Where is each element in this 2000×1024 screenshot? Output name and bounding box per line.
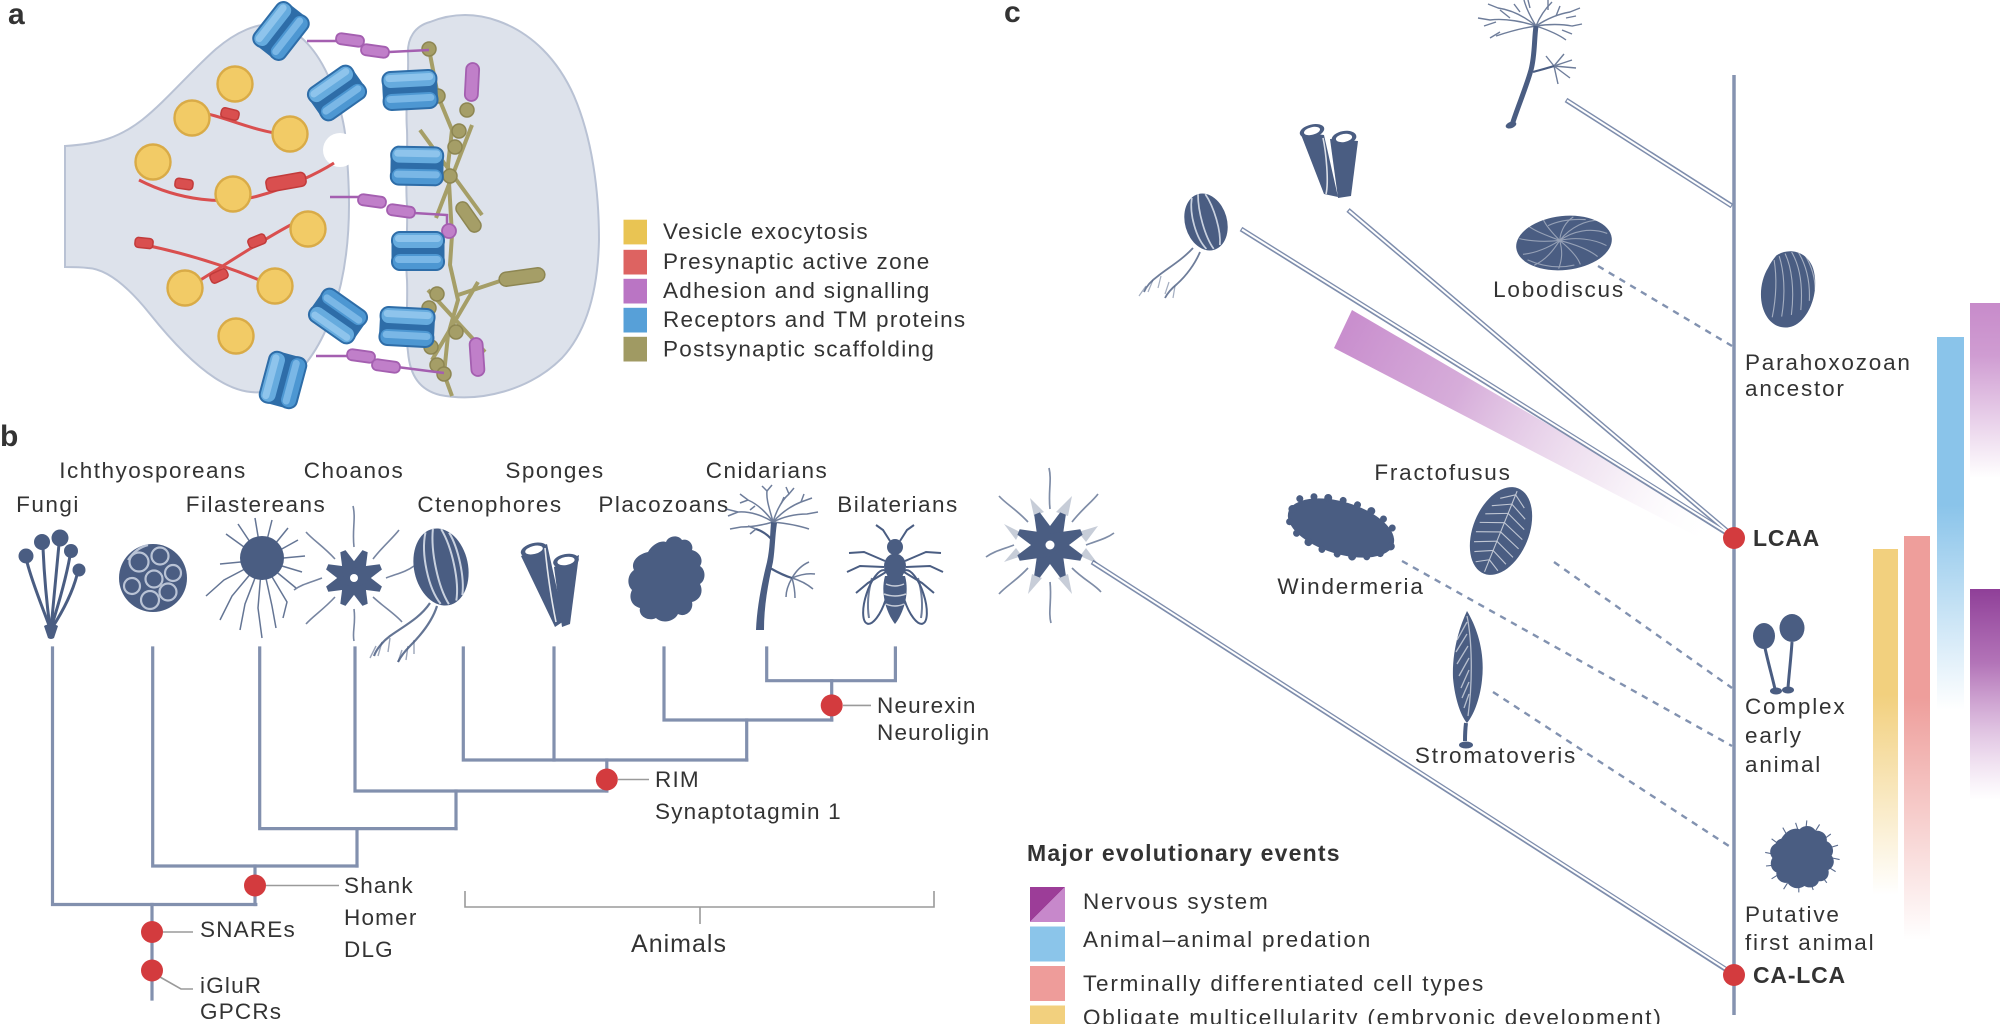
svg-text:Fungi: Fungi: [16, 492, 80, 517]
svg-text:Lobodiscus: Lobodiscus: [1493, 277, 1625, 302]
svg-text:Putative: Putative: [1745, 902, 1841, 927]
svg-text:a: a: [8, 0, 25, 31]
svg-text:Major evolutionary events: Major evolutionary events: [1027, 840, 1341, 866]
svg-text:Shank: Shank: [344, 873, 414, 898]
svg-text:Terminally differentiated cell: Terminally differentiated cell types: [1083, 971, 1485, 996]
svg-text:Postsynaptic scaffolding: Postsynaptic scaffolding: [663, 337, 935, 362]
svg-text:Homer: Homer: [344, 905, 418, 930]
svg-text:iGluR: iGluR: [200, 973, 262, 998]
svg-text:Sponges: Sponges: [505, 458, 604, 483]
svg-text:c: c: [1004, 0, 1021, 29]
svg-text:Choanos: Choanos: [304, 458, 405, 483]
svg-text:Presynaptic active zone: Presynaptic active zone: [663, 249, 931, 274]
svg-text:LCAA: LCAA: [1753, 525, 1820, 551]
svg-text:Vesicle exocytosis: Vesicle exocytosis: [663, 219, 869, 244]
svg-text:ancestor: ancestor: [1745, 376, 1846, 401]
svg-text:Parahoxozoan: Parahoxozoan: [1745, 350, 1912, 375]
svg-text:Receptors and TM proteins: Receptors and TM proteins: [663, 307, 966, 332]
svg-text:Synaptotagmin 1: Synaptotagmin 1: [655, 799, 842, 824]
svg-text:b: b: [0, 420, 18, 453]
svg-text:Animals: Animals: [631, 930, 727, 958]
svg-text:Adhesion and signalling: Adhesion and signalling: [663, 278, 931, 303]
svg-text:Obligate multicellularity (emb: Obligate multicellularity (embryonic dev…: [1083, 1005, 1663, 1024]
svg-text:Cnidarians: Cnidarians: [706, 458, 829, 483]
svg-text:Complex: Complex: [1745, 694, 1846, 719]
svg-text:Neurexin: Neurexin: [877, 693, 977, 718]
svg-text:SNAREs: SNAREs: [200, 917, 296, 942]
svg-text:Animal–animal predation: Animal–animal predation: [1083, 927, 1372, 952]
svg-text:DLG: DLG: [344, 937, 394, 962]
svg-text:Ctenophores: Ctenophores: [417, 492, 562, 517]
svg-text:Stromatoveris: Stromatoveris: [1415, 743, 1577, 768]
svg-text:early: early: [1745, 723, 1803, 748]
svg-text:GPCRs: GPCRs: [200, 999, 282, 1024]
svg-text:first animal: first animal: [1745, 930, 1875, 955]
svg-text:Windermeria: Windermeria: [1277, 574, 1424, 599]
svg-text:Fractofusus: Fractofusus: [1374, 460, 1511, 485]
svg-text:Placozoans: Placozoans: [598, 492, 729, 517]
svg-text:Filastereans: Filastereans: [186, 492, 327, 517]
svg-text:Nervous system: Nervous system: [1083, 889, 1270, 914]
svg-text:RIM: RIM: [655, 767, 700, 792]
svg-text:CA-LCA: CA-LCA: [1753, 962, 1846, 988]
svg-text:animal: animal: [1745, 752, 1822, 777]
svg-text:Ichthyosporeans: Ichthyosporeans: [59, 458, 247, 483]
svg-text:Bilaterians: Bilaterians: [837, 492, 959, 517]
svg-text:Neuroligin: Neuroligin: [877, 720, 990, 745]
